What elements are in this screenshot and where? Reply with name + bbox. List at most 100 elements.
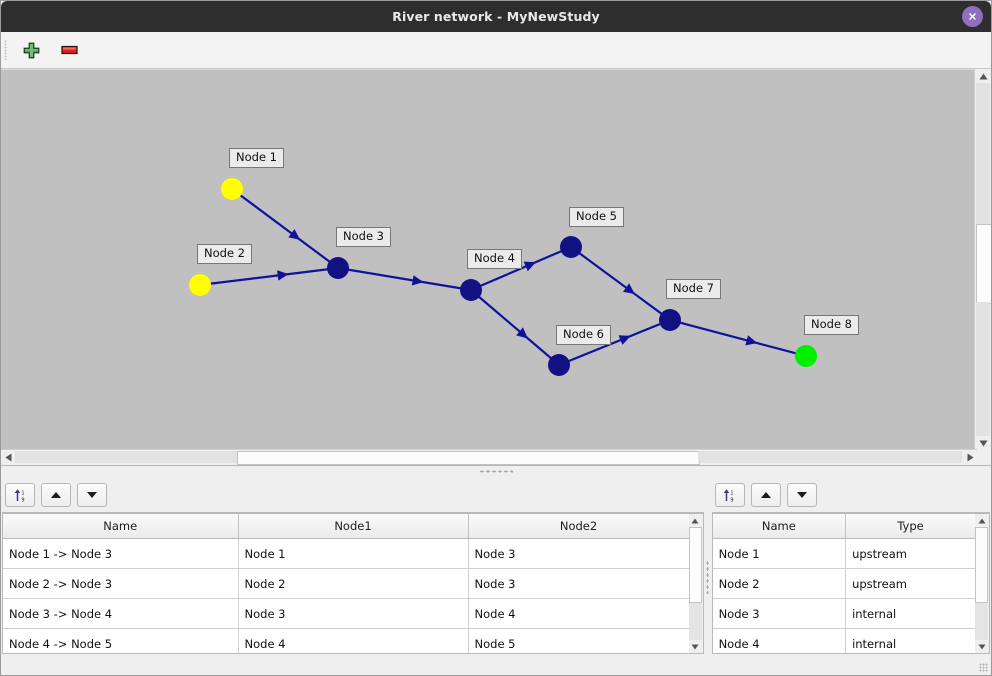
nodes-table-cell[interactable]: internal [845,598,975,629]
graph-edge[interactable] [578,252,663,315]
graph-node-label-node-2[interactable]: Node 2 [197,244,252,264]
reaches-table-cell[interactable]: Node 1 -> Node 3 [3,538,239,569]
reaches-table-cell[interactable]: Node 1 [238,538,469,569]
reaches-table-cell[interactable]: Node 3 [238,598,469,629]
graph-node-node-2[interactable] [189,274,211,296]
reaches-scroll-down-button[interactable] [688,640,702,653]
graph-node-node-7[interactable] [659,309,681,331]
graph-hscroll-thumb[interactable] [237,451,700,465]
remove-node-button[interactable] [55,36,83,64]
nodes-scroll-thumb[interactable] [975,527,988,603]
reaches-move-down-button[interactable] [77,483,107,507]
graph-vscroll-track-lower[interactable] [976,302,990,436]
graph-node-label-node-6[interactable]: Node 6 [556,325,611,345]
nodes-scroll-up-button[interactable] [975,514,988,527]
main-toolbar [1,32,991,69]
network-graph-canvas[interactable]: Node 1 Node 2 Node 3 Node 4 Node 5 Node 6 Node… [1,69,977,451]
nodes-column-header-name[interactable]: Name [712,514,847,539]
graph-edge-arrow-icon [288,229,301,240]
reaches-column-header-name[interactable]: Name [3,514,239,539]
reaches-pane-footer [1,654,705,675]
graph-scroll-up-button[interactable] [975,69,991,83]
graph-node-node-3[interactable] [327,257,349,279]
graph-edge[interactable] [347,268,462,290]
horizontal-splitter[interactable] [1,466,991,476]
reaches-table-cell[interactable]: Node 3 [468,568,689,599]
nodes-scroll-down-button[interactable] [975,640,988,653]
reaches-table-cell[interactable]: Node 4 -> Node 5 [3,628,239,653]
graph-node-label-node-3[interactable]: Node 3 [336,227,391,247]
graph-node-label-node-8[interactable]: Node 8 [804,315,859,335]
vertical-splitter[interactable] [704,476,711,675]
reaches-table-cell[interactable]: Node 2 -> Node 3 [3,568,239,599]
graph-node-node-1[interactable] [221,178,243,200]
reaches-table-vertical-scrollbar[interactable] [688,513,704,654]
nodes-table-cell[interactable]: upstream [845,568,975,599]
graph-edge[interactable] [209,268,329,285]
nodes-move-down-button[interactable] [786,483,817,507]
nodes-table-cell[interactable]: Node 3 [712,598,847,629]
nodes-table-vertical-scrollbar[interactable] [975,513,990,654]
graph-edge[interactable] [567,322,662,363]
graph-scroll-right-button[interactable] [963,450,977,465]
graph-node-label-node-4[interactable]: Node 4 [467,249,522,269]
nodes-table-cell[interactable]: Node 1 [712,538,847,569]
nodes-table-cell[interactable]: Node 2 [712,568,847,599]
graph-edge[interactable] [679,321,797,355]
nodes-move-up-button[interactable] [750,483,781,507]
nodes-table-cell[interactable]: upstream [845,538,975,569]
add-node-button[interactable] [17,36,45,64]
graph-vscroll-thumb[interactable] [976,224,991,304]
graph-scroll-down-button[interactable] [975,436,991,450]
reaches-table-cell[interactable]: Node 3 -> Node 4 [3,598,239,629]
graph-hscroll-track-left[interactable] [15,451,237,463]
nodes-table-cell[interactable]: Node 4 [712,628,847,653]
reaches-table-cell[interactable]: Node 5 [468,628,689,653]
graph-node-label-node-1[interactable]: Node 1 [229,148,284,168]
nodes-sort-button[interactable]: 1 9 [714,483,745,507]
reaches-move-up-button[interactable] [41,483,71,507]
reaches-pane: 1 9 [1,476,705,675]
graph-scroll-left-button[interactable] [1,450,15,465]
toolbar-drag-handle[interactable] [4,40,7,60]
graph-vertical-scrollbar[interactable] [974,69,991,450]
close-window-button[interactable] [962,6,983,27]
graph-vscroll-track-upper[interactable] [976,83,990,224]
graph-node-node-8[interactable] [795,345,817,367]
reaches-table-cell[interactable]: Node 4 [238,628,469,653]
reaches-scroll-track[interactable] [688,603,702,640]
graph-node-node-6[interactable] [548,354,570,376]
nodes-table-cell[interactable]: internal [845,628,975,653]
reaches-column-header-node1[interactable]: Node1 [238,514,469,539]
graph-node-node-4[interactable] [460,279,482,301]
nodes-scroll-track[interactable] [975,603,988,640]
reaches-sort-button[interactable]: 1 9 [5,483,35,507]
nodes-column-header-type[interactable]: Type [845,514,975,539]
graph-hscroll-track-right[interactable] [698,451,962,463]
graph-horizontal-scrollbar[interactable] [1,449,977,465]
reaches-scroll-thumb[interactable] [688,527,702,603]
reaches-column-header-node2[interactable]: Node2 [468,514,689,539]
graph-node-label-node-7[interactable]: Node 7 [666,279,721,299]
reaches-scroll-up-button[interactable] [688,514,702,527]
graph-edge[interactable] [239,194,331,263]
reaches-table-cell[interactable]: Node 4 [468,598,689,629]
graph-node-label-node-5[interactable]: Node 5 [569,207,624,227]
reaches-table-cell[interactable]: Node 2 [238,568,469,599]
graph-node-node-5[interactable] [560,236,582,258]
window-resize-grip[interactable] [979,663,988,672]
graph-edge[interactable] [477,295,553,360]
network-graph-svg [189,178,817,376]
reaches-table-cell[interactable]: Node 3 [468,538,689,569]
